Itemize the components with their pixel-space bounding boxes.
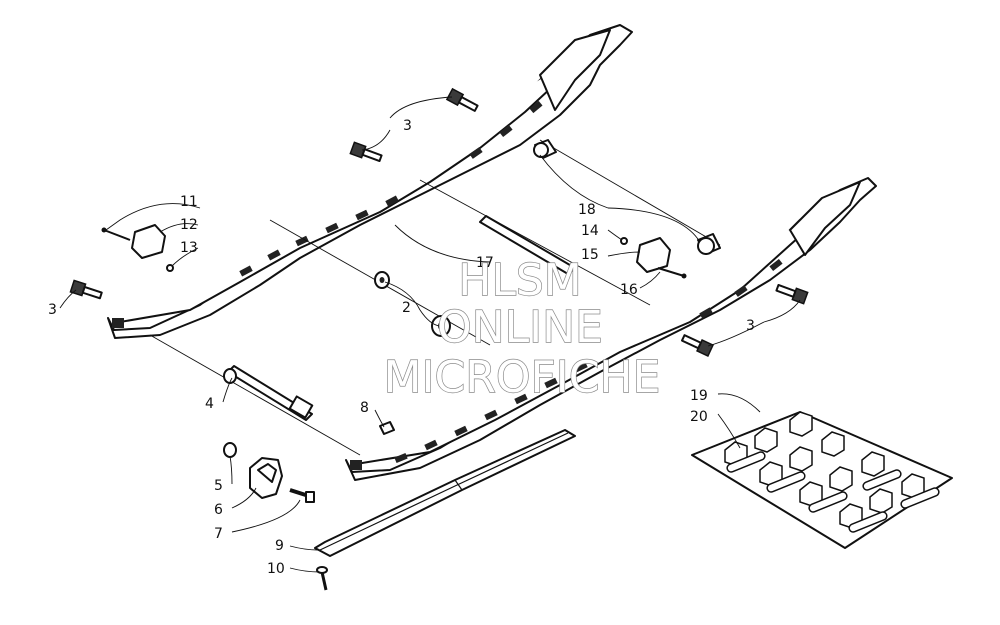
callout-12: 12 [180,217,198,233]
screw-16[interactable] [657,267,687,279]
callout-17: 17 [476,255,494,271]
callout-11: 11 [180,194,198,210]
cross-shaft-4[interactable] [223,365,314,421]
callout-15: 15 [581,247,599,263]
spacer-18[interactable] [533,139,721,255]
callout-4: 4 [205,396,214,412]
nut-14[interactable] [620,237,628,245]
callout-10: 10 [267,561,285,577]
end-cap-6[interactable] [249,457,283,499]
callout-13: 13 [180,240,198,256]
watermark-line-1: HLSM [458,255,582,306]
watermark-line-3: MICROFICHE [384,352,661,403]
washer-2[interactable] [374,271,451,337]
callout-18: 18 [578,202,596,218]
callout-3: 3 [48,302,57,318]
callout-6: 6 [214,502,223,518]
callout-7: 7 [214,526,223,542]
left-slide-rail[interactable] [107,24,633,339]
nut-5[interactable] [223,442,237,458]
slider-block-12[interactable] [131,224,166,259]
callout-8: 8 [360,400,369,416]
callout-16: 16 [620,282,638,298]
callout-20: 20 [690,409,708,425]
callout-2: 2 [402,300,411,316]
bolt-7[interactable] [289,488,315,503]
wear-strip-9[interactable] [314,429,576,557]
callout-3: 3 [403,118,412,134]
nut-13[interactable] [166,264,174,272]
watermark: HLSM ONLINE MICROFICHE [383,254,661,403]
callout-5: 5 [214,478,223,494]
screw-10[interactable] [316,566,328,591]
callout-3: 3 [746,318,755,334]
callout-19: 19 [690,388,708,404]
leader-lines [59,96,801,573]
cross-shaft-17[interactable] [479,215,576,275]
watermark-line-2: ONLINE [437,302,603,353]
slider-block-15[interactable] [636,237,671,273]
right-slide-rail[interactable] [345,177,877,481]
callout-labels: 2 3 3 3 4 5 6 7 8 9 10 11 12 13 14 15 16… [48,118,755,577]
bolt-3-set[interactable] [69,87,809,357]
callout-9: 9 [275,538,284,554]
nut-8[interactable] [379,421,395,435]
callout-14: 14 [581,223,599,239]
screw-11[interactable] [101,227,131,241]
track-section-19-20[interactable] [691,411,953,549]
